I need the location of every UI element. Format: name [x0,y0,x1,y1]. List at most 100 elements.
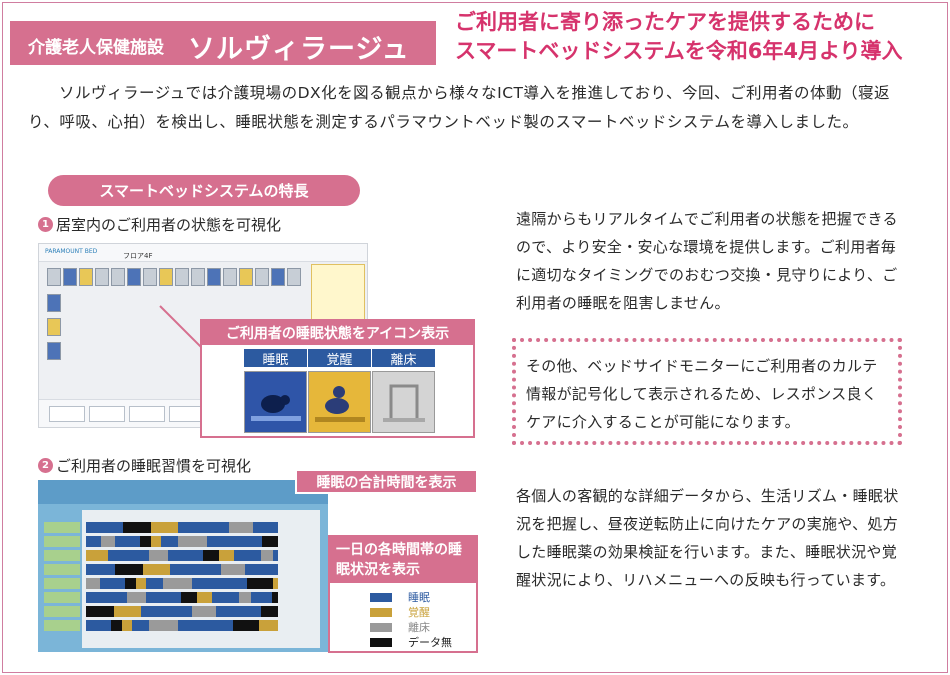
timeline-segment [161,536,170,547]
legend-awake: 覚醒 [370,604,430,620]
timeline-row-label [44,522,80,533]
timeline-segment [99,620,111,631]
monitor-floor-label: フロア4F [123,252,153,260]
room-tile [79,268,93,286]
awake-icon [308,371,371,433]
timeline-segment [192,606,216,617]
timeline-segment [203,550,219,561]
timeline-segment [115,536,128,547]
timeline-segment [115,564,143,575]
section2-title-text: ご利用者の睡眠習慣を可視化 [56,457,252,475]
timeline-segment [220,578,247,589]
timeline-segment [272,592,278,603]
legend-swatch [370,607,392,617]
away-icon [372,371,435,433]
timeline-segment [219,550,234,561]
timeline-segment [261,606,278,617]
timeline-segment [197,592,212,603]
timeline-segment [251,592,262,603]
room-tile [159,268,173,286]
timeline-segment [100,578,113,589]
section1-title-text: 居室内のご利用者の状態を可視化 [56,216,282,234]
room-tile [95,268,109,286]
timeline-segment [273,550,278,561]
timeline-segment [140,536,151,547]
icon-callout-title: ご利用者の睡眠状態をアイコン表示 [202,321,473,345]
monitor-topbar: PARAMOUNT BED フロア4F [39,244,367,262]
timeline-segment [151,536,161,547]
room-tile [143,268,157,286]
timeline-segment [146,578,155,589]
section2-number: 2 [38,458,53,473]
timeline-segment [262,592,272,603]
sleep-history-screenshot [38,480,328,652]
timeline-segment [233,620,259,631]
timeline-segment [204,522,229,533]
timeline-segment [207,536,235,547]
legend-swatch [370,622,392,632]
timeline-segment [212,592,226,603]
room-tile [223,268,237,286]
room-tile [47,318,61,336]
timeline-segment [127,592,146,603]
timeline-segment [113,578,125,589]
room-tile [47,268,61,286]
timeline-segment [216,606,239,617]
timeline-segment [86,620,99,631]
header-bar [10,21,436,65]
room-tile [47,294,61,312]
timeline-segment [168,550,186,561]
total-time-callout: 睡眠の合計時間を表示 [295,469,478,494]
room-tile [255,268,269,286]
room-tile [63,268,77,286]
room-tile [287,268,301,286]
timeline-segment [86,606,114,617]
note-box [512,338,902,445]
headline: ご利用者に寄り添ったケアを提供するために スマートベッドシステムを令和6年4月よ… [455,8,903,66]
timeline-segment [226,592,239,603]
timeline-segment [181,592,197,603]
state-label-sleep: 睡眠 [244,349,307,368]
timeline-segment [273,578,278,589]
timeline-segment [235,536,262,547]
facility-name: ソルヴィラージュ [188,34,410,65]
section2-text: 各個人の客観的な詳細データから、生活リズム・睡眠状況を把握し、昼夜逆転防止に向け… [516,487,899,589]
timeline-row-label [44,536,80,547]
timeline-row-label [44,620,80,631]
timeline-segment [146,592,164,603]
timeline-segment [86,592,107,603]
legend-nodata: データ無 [370,634,452,650]
timeline-segment [259,620,278,631]
timeline-segment [262,536,278,547]
room-tile [47,342,61,360]
monitor-cell [49,406,85,422]
timeline-row-label [44,564,80,575]
section1-number: 1 [38,217,53,232]
hourly-callout: 一日の各時間帯の睡眠状況を表示 睡眠 覚醒 離床 データ無 [328,535,478,653]
timeline-segment [163,578,192,589]
timeline-segment [114,606,141,617]
timeline-segment [170,564,196,575]
timeline-segment [229,522,253,533]
hourly-callout-title: 一日の各時間帯の睡眠状況を表示 [330,537,476,583]
legend-away: 離床 [370,619,430,635]
room-tile [191,268,205,286]
intro-text: ソルヴィラージュでは介護現場のDX化を図る観点から様々なICT導入を推進しており… [28,84,890,131]
timeline-segment [178,536,207,547]
section1-text: 遠隔からもリアルタイムでご利用者の状態を把握できるので、より安全・安心な環境を提… [516,210,898,312]
section2-title: 2 ご利用者の睡眠習慣を可視化 [38,455,251,476]
legend-label: 睡眠 [408,591,430,604]
timeline-segment [234,550,248,561]
room-tile [271,268,285,286]
timeline-segment [122,620,132,631]
timeline-segment [136,578,146,589]
headline-line2: スマートベッドシステムを令和6年4月より導入 [455,39,903,63]
timeline-segment [132,620,141,631]
timeline-segment [276,522,278,533]
sleep-timeline [44,522,278,631]
timeline-segment [178,620,206,631]
timeline-segment [221,564,245,575]
monitor-cell [89,406,125,422]
timeline-segment [141,606,167,617]
